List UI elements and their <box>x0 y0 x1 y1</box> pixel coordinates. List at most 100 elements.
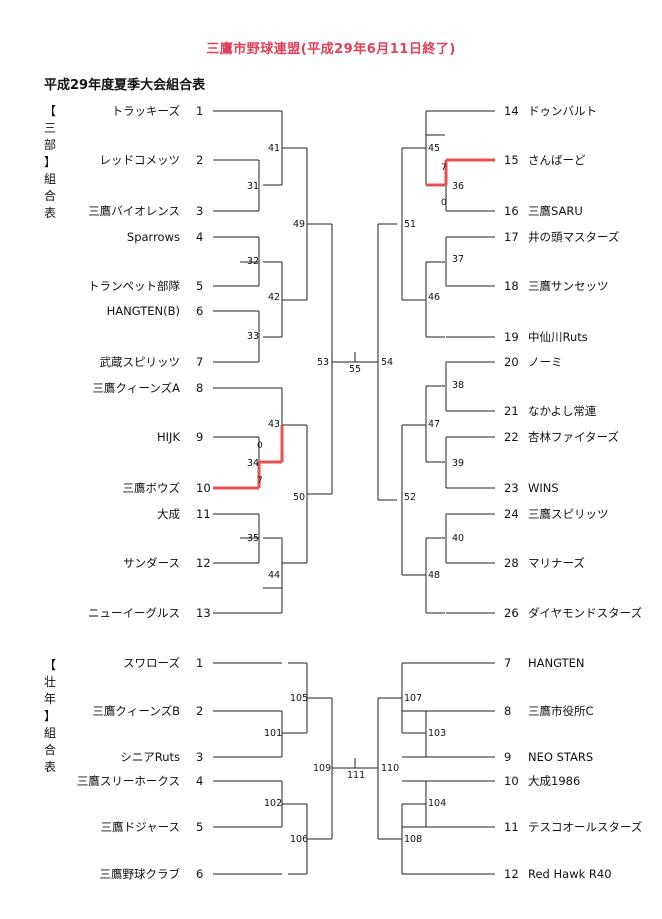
team-number: 7 <box>196 355 203 369</box>
team-number: 3 <box>196 204 203 218</box>
match-number: 43 <box>268 419 280 430</box>
match-number: 51 <box>404 219 416 230</box>
team-number: 28 <box>504 556 519 570</box>
match-number: 33 <box>247 331 259 342</box>
match-number: 48 <box>428 570 440 581</box>
team-name: トラッキーズ <box>112 104 180 118</box>
team-number: 23 <box>504 481 519 495</box>
team-number: 9 <box>196 430 203 444</box>
team-number: 26 <box>504 606 519 620</box>
match-number: 37 <box>452 254 464 265</box>
section-label-sanbu: 【 三 部 】 組 合 表 <box>43 104 56 220</box>
team-number: 18 <box>504 279 519 293</box>
team-number: 8 <box>504 704 511 718</box>
match-number: 44 <box>268 570 280 581</box>
match-score: 0 <box>257 441 263 451</box>
team-name: 杏林ファイターズ <box>528 430 619 444</box>
team-number: 22 <box>504 430 519 444</box>
team-number: 12 <box>196 556 211 570</box>
team-number: 24 <box>504 507 519 521</box>
team-number: 1 <box>196 104 203 118</box>
team-name: 三鷹スピリッツ <box>528 507 609 521</box>
team-number: 4 <box>196 230 203 244</box>
team-number: 10 <box>504 774 519 788</box>
team-name: 井の頭マスターズ <box>528 230 619 244</box>
team-name: HANGTEN <box>528 656 585 670</box>
team-number: 20 <box>504 355 519 369</box>
match-number: 42 <box>268 292 280 303</box>
match-number: 106 <box>290 834 308 845</box>
team-name: HIJK <box>157 430 180 444</box>
team-number: 9 <box>504 750 511 764</box>
team-name: ダイヤモンドスターズ <box>528 606 642 620</box>
team-number: 6 <box>196 304 203 318</box>
match-number: 108 <box>404 834 422 845</box>
team-number: 3 <box>196 750 203 764</box>
match-number: 35 <box>247 533 259 544</box>
team-name: 三鷹クィーンズA <box>92 381 180 395</box>
match-number: 110 <box>381 763 399 774</box>
match-number: 36 <box>452 181 464 192</box>
match-score: 7 <box>441 163 447 173</box>
team-number: 1 <box>196 656 203 670</box>
team-number: 6 <box>196 867 203 881</box>
team-name: ドゥンバルト <box>528 104 597 118</box>
section-label-sonen: 【 壮 年 】 組 合 表 <box>43 658 56 774</box>
match-number: 102 <box>264 798 282 809</box>
team-number: 5 <box>196 279 203 293</box>
match-number: 107 <box>404 693 422 704</box>
match-number: 41 <box>268 143 280 154</box>
team-number: 12 <box>504 867 519 881</box>
team-number: 15 <box>504 153 519 167</box>
page-title: 三鷹市野球連盟(平成29年6月11日終了) <box>206 42 456 57</box>
match-number: 103 <box>428 728 446 739</box>
team-name: トランペット部隊 <box>88 279 180 293</box>
team-name: 三鷹SARU <box>528 204 583 218</box>
match-number: 111 <box>347 770 365 781</box>
team-name: サンダース <box>123 556 180 570</box>
team-name: 大成 <box>157 507 180 521</box>
team-name: HANGTEN(B) <box>107 304 180 318</box>
team-number: 17 <box>504 230 519 244</box>
team-number: 11 <box>196 507 211 521</box>
team-name: テスコオールスターズ <box>528 820 642 834</box>
team-name: 大成1986 <box>528 774 580 788</box>
match-number: 46 <box>428 292 440 303</box>
team-number: 10 <box>196 481 211 495</box>
team-name: 三鷹ドジャース <box>101 820 180 834</box>
team-number: 14 <box>504 104 519 118</box>
team-name: 三鷹クィーンズB <box>92 704 180 718</box>
team-name: WINS <box>528 481 559 495</box>
team-number: 4 <box>196 774 203 788</box>
match-number: 55 <box>349 364 361 375</box>
team-name: ノーミ <box>528 355 563 369</box>
document-subtitle: 平成29年度夏季大会組合表 <box>44 78 206 93</box>
team-name: Red Hawk R40 <box>528 867 612 881</box>
match-score: 0 <box>441 198 447 208</box>
team-name: さんばーど <box>528 153 586 167</box>
match-number: 105 <box>290 693 308 704</box>
match-number: 38 <box>452 380 464 391</box>
team-number: 2 <box>196 153 203 167</box>
team-name: レッドコメッツ <box>100 153 181 167</box>
team-number: 7 <box>504 656 511 670</box>
team-number: 8 <box>196 381 203 395</box>
match-number: 34 <box>247 458 259 469</box>
match-number: 40 <box>452 533 464 544</box>
match-number: 50 <box>293 492 305 503</box>
team-name: なかよし常連 <box>528 404 597 418</box>
team-name: 三鷹ボウズ <box>123 481 181 495</box>
match-number: 49 <box>293 219 305 230</box>
team-name: ニューイーグルス <box>88 606 180 620</box>
team-name: 三鷹市役所C <box>528 704 594 718</box>
match-number: 104 <box>428 798 446 809</box>
match-number: 47 <box>428 419 440 430</box>
match-number: 39 <box>452 458 464 469</box>
team-name: シニアRuts <box>120 750 180 764</box>
team-name: Sparrows <box>127 230 180 244</box>
team-name: スワローズ <box>123 656 180 670</box>
team-name: 武蔵スピリッツ <box>100 355 181 369</box>
team-number: 2 <box>196 704 203 718</box>
team-name: 三鷹バイオレンス <box>88 204 180 218</box>
